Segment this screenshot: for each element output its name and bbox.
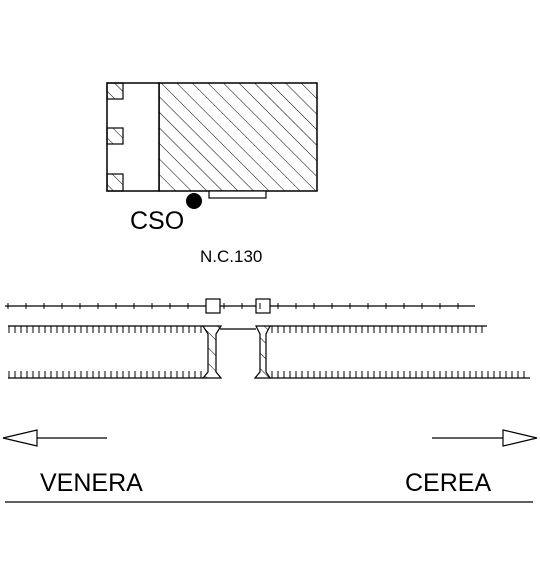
- building-pillar-1: [106, 82, 124, 100]
- arrow-left-icon: [2, 429, 107, 447]
- direction-label-right: CEREA: [405, 469, 491, 497]
- building-pillar-3: [106, 173, 124, 192]
- building-main-block: [158, 82, 318, 192]
- station-label: CSO: [130, 207, 184, 235]
- road-edges: [8, 325, 530, 379]
- track-line: [5, 298, 475, 314]
- building-pillar-2: [106, 127, 124, 145]
- crossing-curbs: [201, 325, 272, 379]
- curb-left: [201, 325, 223, 379]
- arrow-right-icon: [432, 429, 538, 447]
- building: [106, 82, 318, 199]
- curb-right: [253, 325, 272, 379]
- station-marker: [186, 193, 202, 209]
- barrier-box-right: [255, 298, 271, 314]
- building-step: [208, 190, 267, 199]
- direction-label-left: VENERA: [40, 469, 143, 497]
- barrier-box-left: [205, 298, 221, 314]
- crossing-label: N.C.130: [200, 247, 262, 266]
